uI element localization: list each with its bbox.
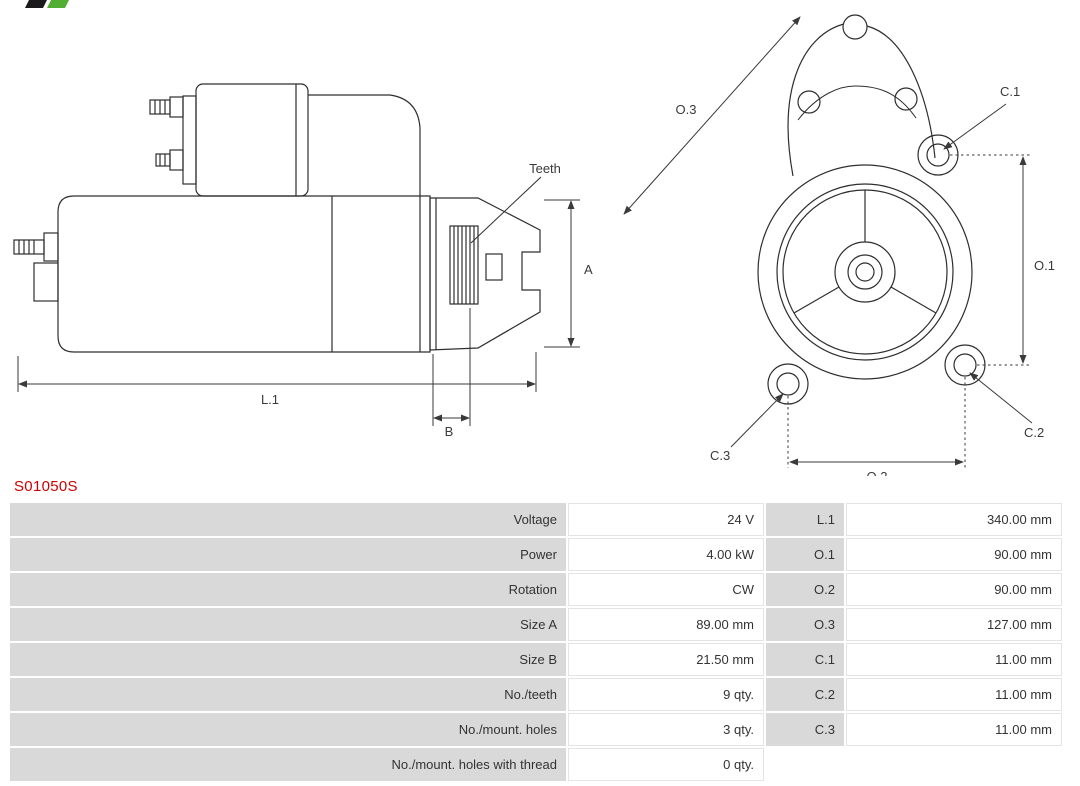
dim-b-label: B xyxy=(445,424,454,439)
dim-o3-label: O.3 xyxy=(676,102,697,117)
body-terminal-stud xyxy=(13,232,59,302)
spec-dim-value: 11.00 mm xyxy=(846,643,1062,676)
spec-dim-value: 340.00 mm xyxy=(846,503,1062,536)
spec-dim-value: 90.00 mm xyxy=(846,573,1062,606)
as-logo-fragment-icon xyxy=(25,0,69,8)
spec-dim-value: 90.00 mm xyxy=(846,538,1062,571)
spec-dim-value: 11.00 mm xyxy=(846,678,1062,711)
teeth-label: Teeth xyxy=(529,161,561,176)
solenoid xyxy=(182,83,421,197)
spec-value: 89.00 mm xyxy=(568,608,764,641)
spec-value: CW xyxy=(568,573,764,606)
spec-dim-label: L.1 xyxy=(766,503,844,536)
spec-dim-label: C.1 xyxy=(766,643,844,676)
spec-dim-label: O.3 xyxy=(766,608,844,641)
product-code: S01050S xyxy=(14,478,78,495)
flange-face xyxy=(757,164,973,380)
spec-label: Power xyxy=(10,538,566,571)
bell-housing xyxy=(787,14,936,177)
dim-c1-label: C.1 xyxy=(1000,84,1020,99)
spec-dim-label: C.2 xyxy=(766,678,844,711)
spec-label: No./mount. holes xyxy=(10,713,566,746)
spec-value: 9 qty. xyxy=(568,678,764,711)
side-view-dimensions xyxy=(17,199,580,426)
spec-value: 3 qty. xyxy=(568,713,764,746)
drive-end-bracket xyxy=(429,197,541,351)
motor-body xyxy=(57,195,431,353)
spec-dim-label xyxy=(766,748,844,781)
dim-o1-label: O.1 xyxy=(1034,258,1055,273)
spec-dim-label: C.3 xyxy=(766,713,844,746)
spec-value: 24 V xyxy=(568,503,764,536)
pinion-gear xyxy=(449,225,503,305)
spec-label: Size B xyxy=(10,643,566,676)
side-view xyxy=(13,83,542,353)
spec-value: 4.00 kW xyxy=(568,538,764,571)
spec-dim-value: 127.00 mm xyxy=(846,608,1062,641)
front-view xyxy=(757,14,986,405)
dim-c2-label: C.2 xyxy=(1024,425,1044,440)
spec-label: Size A xyxy=(10,608,566,641)
spec-dim-label: O.2 xyxy=(766,573,844,606)
spec-dim-label: O.1 xyxy=(766,538,844,571)
dim-c3-label: C.3 xyxy=(710,448,730,463)
spec-dim-value: 11.00 mm xyxy=(846,713,1062,746)
spec-value: 21.50 mm xyxy=(568,643,764,676)
spec-value: 0 qty. xyxy=(568,748,764,781)
spec-dim-value xyxy=(846,748,1062,781)
dim-l1-label: L.1 xyxy=(261,392,279,407)
starter-motor-drawing: Teeth A L.1 B xyxy=(13,0,1055,476)
spec-label: Rotation xyxy=(10,573,566,606)
spec-label: No./teeth xyxy=(10,678,566,711)
dim-o2-label: O.2 xyxy=(867,469,888,476)
spec-label: No./mount. holes with thread xyxy=(10,748,566,781)
front-view-dimensions xyxy=(623,16,1033,468)
teeth-leader-line xyxy=(470,176,542,244)
spec-label: Voltage xyxy=(10,503,566,536)
technical-drawing-area: Teeth A L.1 B xyxy=(13,0,1055,476)
solenoid-terminals xyxy=(149,96,184,171)
dim-a-label: A xyxy=(584,262,593,277)
